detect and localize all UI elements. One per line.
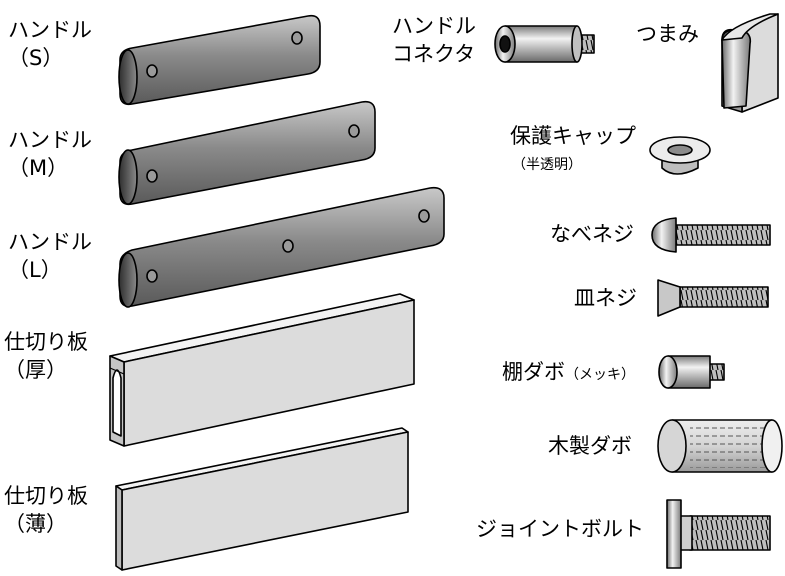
knob-drawing (721, 13, 779, 113)
handle-s-label-line2: （S） (8, 46, 64, 70)
handle-s-label-line1: ハンドル (8, 18, 92, 42)
divider-thick-label-line2: （厚） (4, 358, 67, 382)
handle-s-drawing (118, 14, 321, 106)
divider-thin-label-line2: （薄） (4, 512, 67, 536)
joint-bolt-drawing (666, 499, 771, 569)
handle-connector-label-line2: コネクタ (392, 42, 476, 66)
handle-m-label-line1: ハンドル (8, 128, 92, 152)
divider-thick-label-line1: 仕切り板 (4, 330, 88, 354)
handle-m-label-line2: （M） (8, 156, 69, 180)
protective-cap-label-line2: （半透明） (512, 157, 582, 173)
flat-screw-drawing (657, 279, 769, 317)
handle-connector-label-line1: ハンドル (392, 14, 476, 38)
divider-thick-drawing (109, 293, 415, 447)
shelf-dowel-drawing (658, 355, 725, 389)
handle-l-label-line2: （L） (8, 258, 62, 282)
wood-dowel-drawing (657, 419, 783, 473)
protective-cap-label-line1: 保護キャップ (510, 124, 636, 148)
flat-screw-label: 皿ネジ (574, 286, 637, 310)
handle-l-drawing (118, 186, 445, 308)
divider-thin-label-line1: 仕切り板 (4, 484, 88, 508)
shelf-dowel-label: 棚ダボ（メッキ） (502, 360, 635, 388)
pan-screw-label: なべネジ (550, 222, 634, 246)
handle-m-drawing (118, 100, 376, 206)
joint-bolt-label: ジョイントボルト (476, 517, 644, 541)
shelf-dowel-main: 棚ダボ (502, 360, 565, 384)
handle-l-label-line1: ハンドル (8, 230, 92, 254)
wood-dowel-label: 木製ダボ (548, 434, 632, 458)
divider-thin-drawing (115, 427, 409, 571)
handle-connector-drawing (494, 25, 595, 63)
shelf-dowel-note: （メッキ） (565, 367, 635, 383)
pan-screw-drawing (651, 217, 771, 253)
knob-label: つまみ (636, 22, 699, 46)
protective-cap-drawing (649, 136, 711, 175)
